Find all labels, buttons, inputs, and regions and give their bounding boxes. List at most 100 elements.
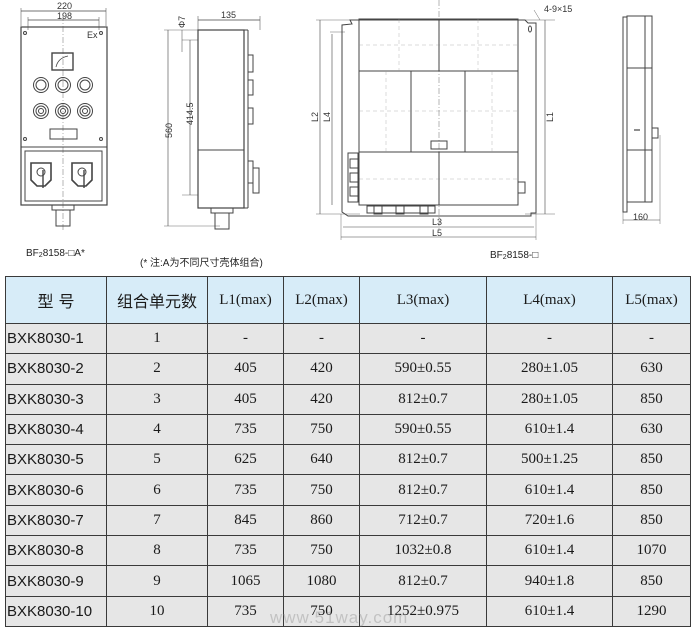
cell-l3: 1032±0.8 (359, 535, 487, 567)
watermark: www.51way.com (270, 608, 409, 627)
cell-l3: 590±0.55 (359, 353, 487, 385)
dim-414-5: 414.5 (185, 102, 195, 125)
cell-model: BXK8030-1 (5, 322, 107, 355)
dim-hole: Φ7 (177, 16, 187, 28)
note-caption: (* 注:A为不同尺寸壳体组合) (140, 258, 263, 269)
front-view (20, 8, 108, 230)
dim-l4: L4 (322, 112, 332, 122)
cell-l4: 280±1.05 (486, 383, 613, 415)
cell-l5: 630 (612, 413, 691, 446)
cell-units: 8 (106, 535, 208, 567)
cell-l4: 500±1.25 (486, 444, 613, 476)
caption-sub: 2 (502, 254, 507, 261)
dim-l2: L2 (310, 112, 320, 122)
dim-220: 220 (57, 1, 72, 11)
cell-l3: 812±0.7 (359, 444, 487, 476)
cell-l1: 625 (207, 444, 284, 476)
cell-l1: - (207, 322, 284, 355)
cell-model: BXK8030-2 (5, 353, 107, 385)
table-row: BXK8030-6 6 735 750 812±0.7 610±1.4 850 (5, 474, 691, 506)
header-l1: L1(max) (207, 276, 284, 324)
cell-l1: 1065 (207, 565, 284, 597)
cell-l4: 720±1.6 (486, 504, 613, 537)
table-row: BXK8030-7 7 845 860 712±0.7 720±1.6 850 (5, 504, 691, 537)
cell-l5: 630 (612, 353, 691, 385)
cell-l5: 850 (612, 504, 691, 537)
cell-units: 10 (106, 595, 208, 627)
cell-l4: 610±1.4 (486, 413, 613, 446)
cell-l1: 735 (207, 595, 284, 627)
combo-side-view (622, 15, 661, 224)
cell-units: 7 (106, 504, 208, 537)
cell-l2: 750 (283, 535, 360, 567)
caption-suffix: 8158-□A* (42, 248, 85, 259)
combo-view-caption: BF28158-□ (490, 250, 538, 261)
cell-units: 3 (106, 383, 208, 415)
header-units: 组合单元数 (106, 276, 208, 324)
cell-model: BXK8030-4 (5, 413, 107, 446)
cell-l5: 850 (612, 565, 691, 597)
cell-l2: 1080 (283, 565, 360, 597)
cell-l2: 420 (283, 383, 360, 415)
cell-model: BXK8030-8 (5, 535, 107, 567)
header-l3: L3(max) (359, 276, 487, 324)
cell-l1: 405 (207, 353, 284, 385)
cell-l3: 712±0.7 (359, 504, 487, 537)
cell-l5: 850 (612, 383, 691, 415)
cell-l5: 850 (612, 474, 691, 506)
cell-l3: - (359, 322, 487, 355)
cell-l2: 750 (283, 595, 360, 627)
cell-units: 5 (106, 444, 208, 476)
table-row: BXK8030-8 8 735 750 1032±0.8 610±1.4 107… (5, 535, 691, 567)
cell-l3: 812±0.7 (359, 474, 487, 506)
cell-l5: - (612, 322, 691, 355)
caption-prefix: BF (490, 250, 503, 261)
cell-units: 9 (106, 565, 208, 597)
cell-l1: 735 (207, 474, 284, 506)
cell-l2: 750 (283, 413, 360, 446)
cell-l3: 590±0.55 (359, 413, 487, 446)
table-row: BXK8030-9 9 1065 1080 812±0.7 940±1.8 85… (5, 565, 691, 597)
cell-l2: 640 (283, 444, 360, 476)
cell-l1: 735 (207, 413, 284, 446)
cell-l1: 735 (207, 535, 284, 567)
cell-l2: 860 (283, 504, 360, 537)
table-header-row: 型 号 组合单元数 L1(max) L2(max) L3(max) L4(max… (5, 276, 691, 324)
cell-units: 2 (106, 353, 208, 385)
cell-l5: 1070 (612, 535, 691, 567)
cell-l4: 940±1.8 (486, 565, 613, 597)
drawings-svg: 220 198 Ex 135 Φ7 560 414.5 4-9×15 L2 L4… (20, 0, 661, 240)
cell-l3: 812±0.7 (359, 565, 487, 597)
ex-mark: Ex (87, 30, 98, 40)
cell-l4: - (486, 322, 613, 355)
side-view (164, 16, 261, 230)
dim-l3: L3 (432, 217, 442, 227)
cell-model: BXK8030-7 (5, 504, 107, 537)
dim-l1: L1 (545, 112, 555, 122)
table-row: BXK8030-4 4 735 750 590±0.55 610±1.4 630 (5, 413, 691, 446)
front-view-caption: BF28158-□A* (26, 248, 85, 259)
caption-suffix: 8158-□ (506, 250, 539, 261)
cell-l1: 405 (207, 383, 284, 415)
cell-l2: - (283, 322, 360, 355)
cell-l1: 845 (207, 504, 284, 537)
cell-l3: 1252±0.975 (359, 595, 487, 627)
table-row: BXK8030-3 3 405 420 812±0.7 280±1.05 850 (5, 383, 691, 415)
dim-holes: 4-9×15 (544, 4, 572, 14)
spec-table: 型 号 组合单元数 L1(max) L2(max) L3(max) L4(max… (5, 276, 691, 627)
cell-model: BXK8030-6 (5, 474, 107, 506)
combo-view (316, 0, 555, 240)
cell-units: 4 (106, 413, 208, 446)
cell-model: BXK8030-9 (5, 565, 107, 597)
table-row: BXK8030-1 1 - - - - - (5, 322, 691, 355)
table-row: BXK8030-10 10 735 750 1252±0.975 610±1.4… (5, 595, 691, 627)
cell-l4: 280±1.05 (486, 353, 613, 385)
cell-units: 6 (106, 474, 208, 506)
table-row: BXK8030-5 5 625 640 812±0.7 500±1.25 850 (5, 444, 691, 476)
cell-l2: 750 (283, 474, 360, 506)
header-model: 型 号 (5, 276, 107, 324)
cell-model: BXK8030-5 (5, 444, 107, 476)
caption-prefix: BF (26, 248, 39, 259)
header-l4: L4(max) (486, 276, 613, 324)
cell-model: BXK8030-10 (5, 595, 107, 627)
